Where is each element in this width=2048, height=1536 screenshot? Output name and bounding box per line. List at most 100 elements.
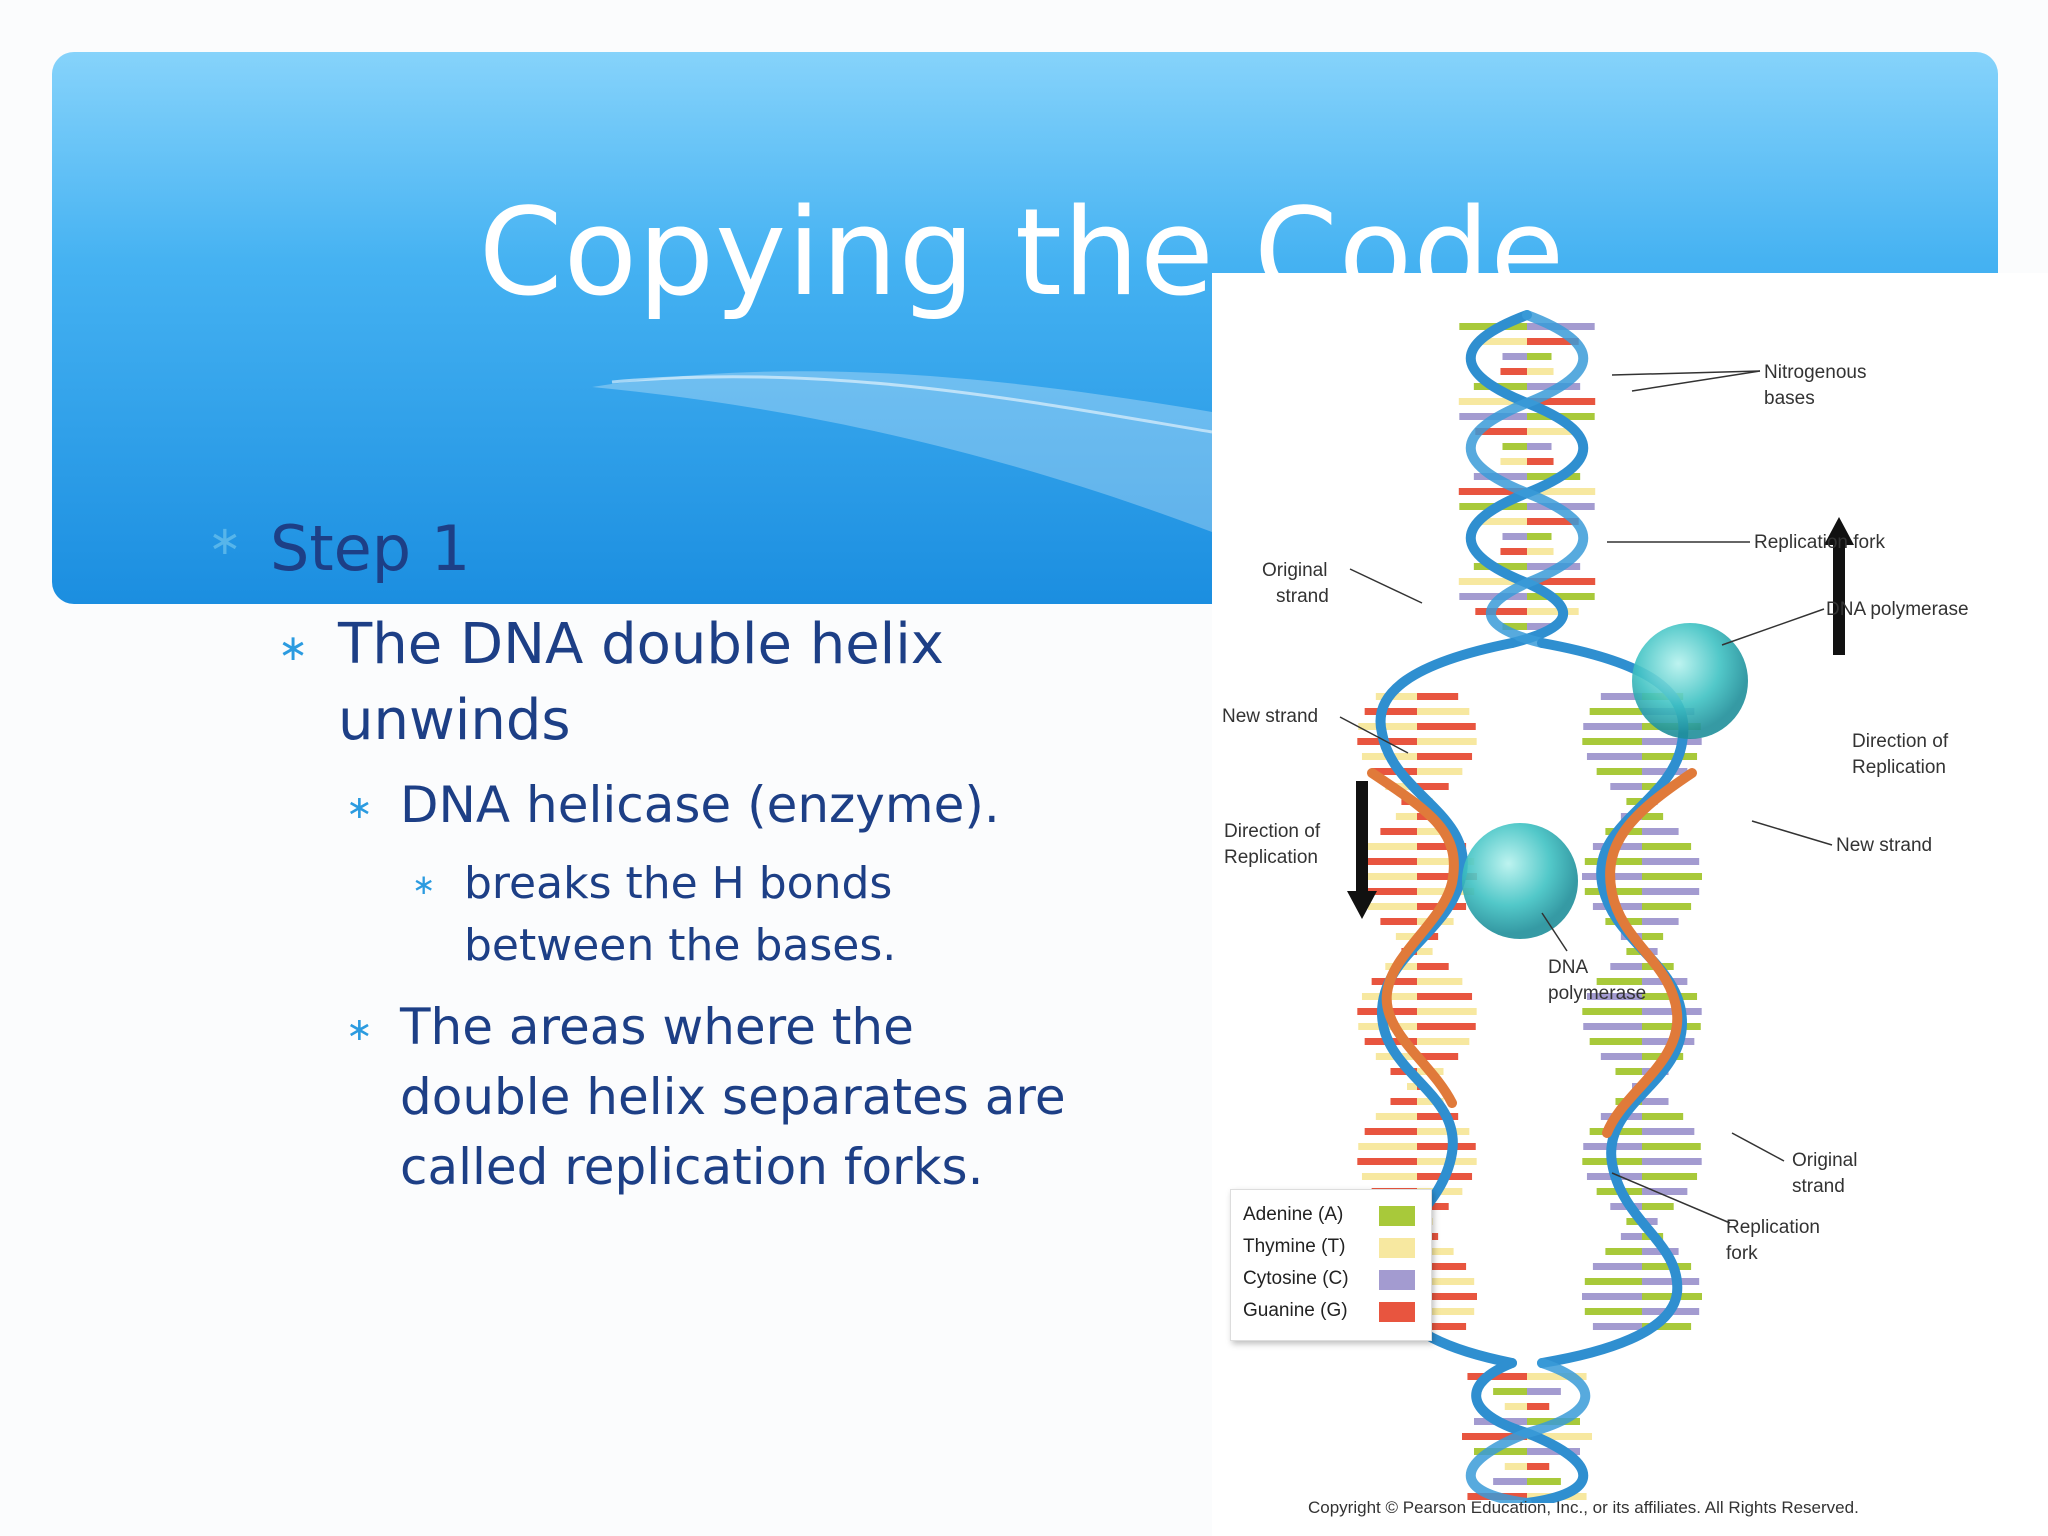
- base-pair: [1527, 1433, 1592, 1440]
- bullet-glyph: ∗: [346, 1010, 373, 1048]
- legend-guanine: Guanine (G): [1243, 1300, 1348, 1321]
- base-pair: [1527, 1448, 1581, 1455]
- base-pair: [1475, 608, 1527, 615]
- base-pair: [1357, 1158, 1417, 1165]
- bullet-main-line2: unwinds: [338, 688, 571, 753]
- base-pair: [1417, 858, 1475, 865]
- base-pair: [1626, 948, 1642, 955]
- base-pair: [1527, 518, 1579, 525]
- label-nitrogenous-bases-2: bases: [1764, 388, 1815, 409]
- base-pair: [1527, 428, 1579, 435]
- base-pair: [1642, 828, 1679, 835]
- base-pair: [1589, 1038, 1642, 1045]
- bullet-main-line1: The DNA double helix: [338, 612, 944, 677]
- base-pair: [1527, 1463, 1550, 1470]
- base-pair: [1584, 1278, 1642, 1285]
- base-pair: [1417, 693, 1459, 700]
- base-pair: [1417, 1053, 1459, 1060]
- base-pair: [1467, 1373, 1527, 1380]
- base-pair: [1407, 1083, 1417, 1090]
- base-pair: [1380, 918, 1417, 925]
- base-pair: [1475, 428, 1527, 435]
- base-pair: [1527, 488, 1596, 495]
- bullet-glyph: ∗: [346, 788, 373, 826]
- base-pair: [1527, 1403, 1550, 1410]
- base-pair: [1417, 993, 1473, 1000]
- base-pair: [1596, 978, 1642, 985]
- base-pair: [1500, 458, 1527, 465]
- base-pair: [1504, 1463, 1527, 1470]
- base-pair: [1642, 1158, 1702, 1165]
- base-pair: [1502, 623, 1527, 630]
- base-pair: [1620, 1233, 1642, 1240]
- base-pair: [1358, 723, 1417, 730]
- label-replication-fork-bottom-1: Replication: [1726, 1217, 1820, 1238]
- bullet-sub1a-line1: breaks the H bonds: [464, 858, 893, 909]
- base-pair: [1642, 1023, 1701, 1030]
- label-nitrogenous-bases-1: Nitrogenous: [1764, 362, 1867, 383]
- base-pair: [1527, 1478, 1561, 1485]
- base-pair: [1417, 753, 1473, 760]
- base-pair: [1600, 693, 1642, 700]
- label-original-strand-left-2: strand: [1276, 586, 1329, 607]
- bullet-glyph: ∗: [208, 518, 242, 564]
- bullet-glyph: ∗: [278, 628, 309, 669]
- copyright-notice: Copyright © Pearson Education, Inc., or …: [1308, 1498, 1859, 1517]
- base-pair: [1417, 1098, 1444, 1105]
- base-pair: [1527, 338, 1579, 345]
- legend-cytosine: Cytosine (C): [1243, 1268, 1349, 1289]
- direction-arrow-down: [1347, 781, 1377, 919]
- base-pair: [1600, 1053, 1642, 1060]
- base-pair: [1458, 578, 1527, 585]
- base-pair: [1582, 1008, 1642, 1015]
- label-dna-polymerase-center-1: DNA: [1548, 957, 1589, 978]
- legend-thymine: Thymine (T): [1243, 1236, 1346, 1257]
- base-pair: [1642, 888, 1700, 895]
- base-pair: [1459, 593, 1527, 600]
- base-pair: [1642, 1203, 1674, 1210]
- label-original-strand-left-1: Original: [1262, 560, 1328, 581]
- base-pair: [1417, 1113, 1459, 1120]
- base-pair: [1626, 798, 1642, 805]
- base-pair: [1642, 1128, 1695, 1135]
- base-pair: [1527, 458, 1554, 465]
- base-pair: [1642, 858, 1700, 865]
- base-pair: [1417, 723, 1476, 730]
- base-pair: [1417, 963, 1449, 970]
- base-pair: [1417, 1008, 1477, 1015]
- base-pair: [1417, 843, 1467, 850]
- base-pair: [1527, 593, 1595, 600]
- label-direction-right-1: Direction of: [1852, 731, 1949, 752]
- bullet-sub2-line2: double helix separates are: [400, 1068, 1066, 1126]
- base-pair: [1527, 368, 1554, 375]
- base-pair: [1395, 933, 1417, 940]
- base-pair: [1417, 1323, 1467, 1330]
- base-pair: [1642, 873, 1702, 880]
- base-pair: [1642, 1263, 1692, 1270]
- base-pair: [1642, 738, 1702, 745]
- base-pair: [1615, 1068, 1642, 1075]
- label-replication-fork-top: Replication fork: [1754, 532, 1885, 553]
- label-dna-polymerase-right: DNA polymerase: [1826, 599, 1969, 620]
- base-pair: [1527, 443, 1552, 450]
- base-pair: [1502, 353, 1527, 360]
- base-pair: [1527, 1373, 1587, 1380]
- base-pair: [1527, 548, 1554, 555]
- base-pair: [1367, 903, 1417, 910]
- base-pair: [1592, 1323, 1642, 1330]
- base-pair: [1527, 1388, 1561, 1395]
- base-pair: [1417, 1203, 1449, 1210]
- base-pair: [1417, 708, 1470, 715]
- dna-polymerase-center: [1462, 823, 1578, 939]
- label-dna-polymerase-center-2: polymerase: [1548, 983, 1647, 1004]
- base-pair: [1642, 1113, 1684, 1120]
- base-pair: [1395, 813, 1417, 820]
- base-pair: [1493, 1388, 1527, 1395]
- base-pair: [1527, 623, 1552, 630]
- base-legend: Adenine (A) Thymine (T) Cytosine (C) Gua…: [1230, 1189, 1432, 1341]
- bullet-sub1a-line2: between the bases.: [464, 920, 897, 971]
- base-pair: [1417, 828, 1454, 835]
- base-pair: [1502, 443, 1527, 450]
- base-pair: [1500, 548, 1527, 555]
